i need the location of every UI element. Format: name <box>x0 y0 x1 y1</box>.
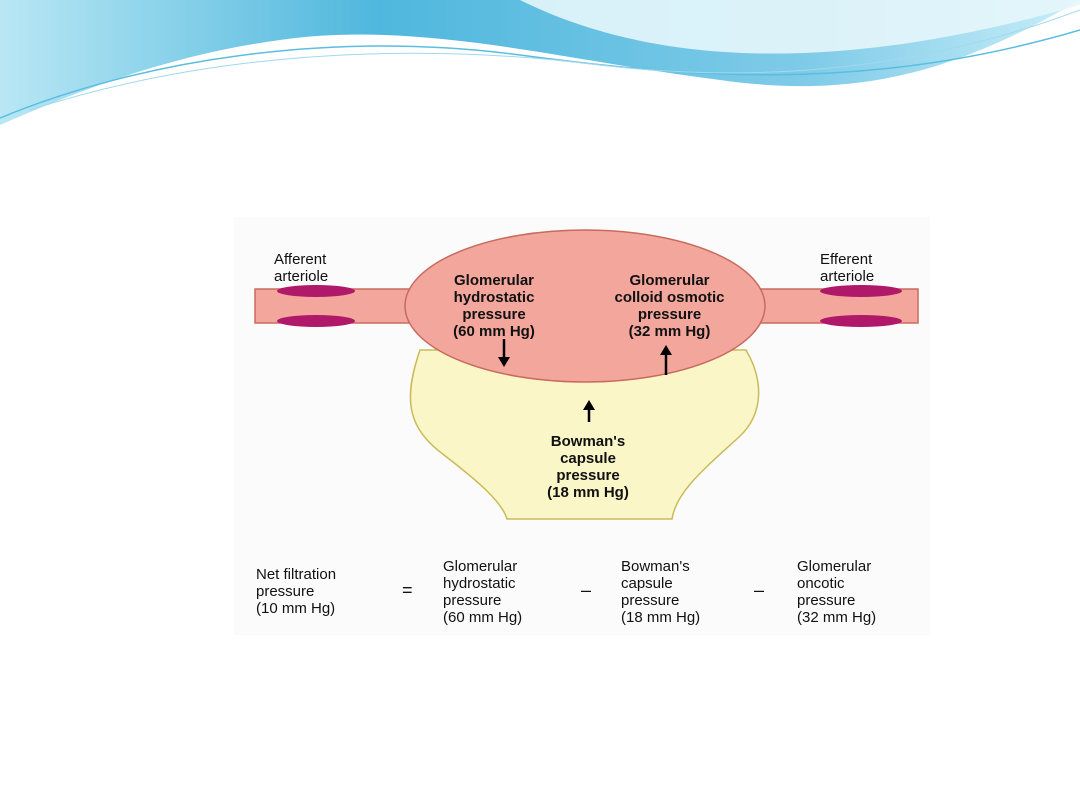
minus-sign-1: – <box>581 580 592 600</box>
glomerular-oncotic-term: Glomerular oncotic pressure (32 mm Hg) <box>797 558 877 626</box>
arrow-up-bowmans <box>583 400 595 422</box>
net-filtration-term: Net filtration pressure (10 mm Hg) <box>256 566 337 617</box>
glomerular-colloid-label: Glomerular colloid osmotic pressure (32 … <box>614 272 725 340</box>
afferent-arteriole-label: Afferent arteriole <box>274 251 329 285</box>
bowmans-capsule-term: Bowman's capsule pressure (18 mm Hg) <box>621 558 701 626</box>
equals-sign: = <box>402 580 413 600</box>
efferent-arteriole-label: Efferent arteriole <box>820 251 875 285</box>
glomerular-filtration-diagram: Afferent arteriole Efferent arteriole Gl… <box>234 217 930 635</box>
afferent-band-bottom <box>277 315 355 327</box>
minus-sign-2: – <box>754 580 765 600</box>
diagram-graphics <box>254 229 919 520</box>
arrow-up-colloid <box>660 345 672 375</box>
bowmans-capsule-label: Bowman's capsule pressure (18 mm Hg) <box>547 433 629 501</box>
afferent-band-top <box>277 285 355 297</box>
efferent-band-top <box>820 285 902 297</box>
efferent-band-bottom <box>820 315 902 327</box>
glomerular-hydrostatic-term: Glomerular hydrostatic pressure (60 mm H… <box>443 558 523 626</box>
bowmans-capsule-shape <box>409 349 760 520</box>
arrow-down-hydrostatic <box>498 339 510 367</box>
slide-header-swoosh <box>0 0 1080 125</box>
glomerular-hydrostatic-label: Glomerular hydrostatic pressure (60 mm H… <box>453 272 535 340</box>
